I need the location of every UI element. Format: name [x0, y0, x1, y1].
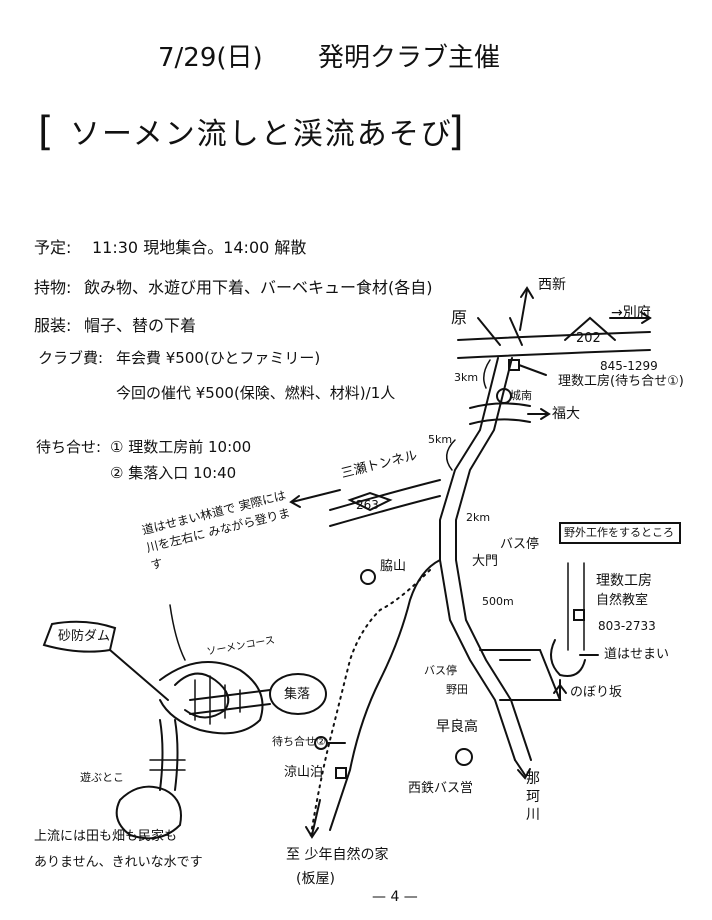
sawara-high-label: 早良高: [436, 719, 478, 735]
clothes-text: 帽子、替の下着: [84, 316, 197, 335]
risu-workshop-meet-label: 理数工房(待ち合せ①): [558, 374, 684, 389]
play-area: [115, 785, 182, 840]
hara-label: 原: [451, 308, 468, 327]
dist-500m: 500m: [482, 595, 514, 608]
sawara-high-marker: [455, 748, 473, 766]
nishitetsu-road: [479, 649, 562, 780]
meet-2: ② 集落入口 10:40: [110, 464, 237, 482]
stream-note-2: ありません、きれいな水です: [34, 855, 203, 870]
meet-1: ① 理数工房前 10:00: [110, 438, 252, 456]
hara-roads: [477, 317, 523, 346]
village-label: 集落: [284, 687, 311, 702]
nishitetsu-bus-label: 西鉄バス営: [408, 781, 474, 796]
naka-river-label: 那珂川: [526, 771, 540, 824]
yagai-area: [550, 522, 681, 701]
village-area: [189, 673, 327, 715]
schedule-label: 予定:: [34, 238, 72, 257]
route-263-label: 263: [356, 498, 379, 512]
wakiyama-road: [329, 559, 441, 831]
phone-2: 803-2733: [598, 619, 656, 633]
narrow-road-label: 道はせまい: [604, 647, 670, 662]
fee-text-2: 今回の催代 ¥500(保険、燃料、材料)/1人: [116, 384, 396, 402]
meet2-label: 待ち合せ②: [272, 735, 326, 748]
route-202-road: [457, 312, 652, 359]
ryozanpaku-marker: [335, 767, 347, 779]
fukudai-label: 福大: [552, 406, 580, 422]
dam-callout: [42, 620, 117, 653]
beppu-label: →別府: [611, 305, 651, 321]
jonan-marker: [496, 388, 512, 404]
page-number: — 4 —: [372, 889, 418, 905]
dam-label: 砂防ダム: [58, 629, 111, 644]
itaya-label: (板屋): [296, 871, 335, 887]
somen-course: [159, 661, 264, 735]
dist-2km: 2km: [466, 511, 491, 524]
dist-3km: 3km: [454, 371, 479, 384]
wakiyama-label: 脇山: [380, 559, 407, 574]
stream: [149, 719, 186, 791]
title-bracket-right: ]: [448, 109, 464, 155]
yagai-box-label: 野外工作をするところ: [564, 526, 674, 539]
risu-workshop-label: 理数工房: [596, 573, 652, 589]
play-place-label: 遊ぶとこ: [80, 771, 124, 784]
organizer: 発明クラブ主催: [318, 43, 501, 73]
clothes-label: 服装:: [34, 316, 72, 335]
jonan-label: 城南: [510, 389, 532, 402]
schedule-text: 11:30 現地集合。14:00 解散: [92, 238, 307, 257]
mountain-path: [309, 569, 431, 841]
event-date: 7/29(日): [158, 43, 263, 73]
shonen-house-label: 至 少年自然の家: [286, 847, 389, 863]
event-title: ソーメン流しと渓流あそび: [70, 117, 453, 152]
bus-stop-2-label: バス停: [424, 664, 457, 677]
wakiyama-marker: [360, 569, 376, 585]
route-263-road: [289, 479, 441, 527]
fukudai-road: [469, 402, 551, 425]
route-202-shield: [564, 316, 616, 341]
nobori-slope-label: のぼり坂: [570, 685, 623, 700]
shizen-room-label: 自然教室: [596, 593, 649, 608]
route-202-label: 202: [576, 331, 601, 346]
stream-note-1: 上流には田も畑も民家も: [34, 829, 178, 844]
nishishin-label: 西新: [538, 277, 566, 293]
items-text: 飲み物、水遊び用下着、バーベキュー食材(各自): [84, 278, 433, 297]
fee-text: 年会費 ¥500(ひとファミリー): [116, 349, 321, 367]
bus-stop-label: バス停: [500, 537, 540, 552]
road-to-nishishin: [519, 286, 534, 331]
omon-label: 大門: [472, 554, 499, 569]
phone-1: 845-1299: [600, 359, 658, 373]
meet-label: 待ち合せ:: [36, 438, 102, 456]
items-label: 持物:: [34, 278, 72, 297]
fee-label: クラブ費:: [38, 349, 104, 367]
ryozanpaku-label: 涼山泊: [284, 765, 324, 780]
title-bracket-left: [: [38, 109, 54, 155]
noda-label: 野田: [446, 683, 468, 696]
dist-5km: 5km: [428, 433, 453, 446]
